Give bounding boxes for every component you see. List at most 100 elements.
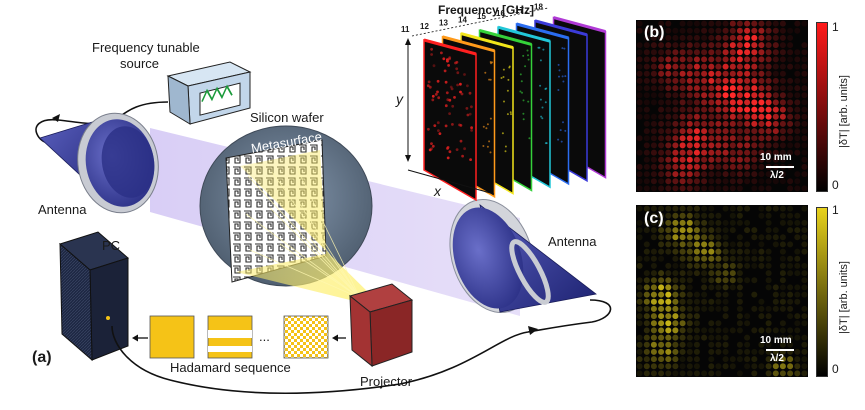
y-axis-label: y [395,91,404,107]
speckle [507,78,510,81]
antenna-rx-label: Antenna [548,234,597,249]
heat-cell [693,63,700,70]
heat-cell [643,305,650,312]
heat-cell [701,270,708,277]
heat-cell [679,255,686,262]
heat-cell [679,70,686,77]
heat-cell [715,277,722,284]
heat-cell [751,77,758,84]
heat-cell [779,277,786,284]
heat-cell [693,305,700,312]
heat-cell [665,320,672,327]
heat-cell [744,356,751,363]
heat-cell [772,99,779,106]
heat-cell [636,56,643,63]
heat-cell [729,42,736,49]
heat-cell [729,149,736,156]
heat-cell [686,135,693,142]
heat-cell [636,106,643,113]
heat-cell [658,313,665,320]
heat-cell [693,291,700,298]
heat-cell [650,156,657,163]
heat-cell [636,341,643,348]
heat-cell [787,185,794,192]
heat-cell [794,291,801,298]
heat-cell [658,234,665,241]
heat-cell [729,70,736,77]
heat-cell [744,241,751,248]
heat-cell [765,27,772,34]
heat-cell [658,284,665,291]
heat-cell [765,99,772,106]
heat-cell [787,113,794,120]
heat-cell [701,142,708,149]
heat-cell [787,241,794,248]
heat-cell [722,284,729,291]
speckle [560,140,563,143]
heat-cell [787,205,794,212]
heat-cell [708,334,715,341]
heat-cell [643,128,650,135]
panel-c-colorbar-max: 1 [832,203,839,217]
heat-cell [787,92,794,99]
heat-cell [715,234,722,241]
speckle [527,100,530,103]
heat-cell [787,63,794,70]
heat-cell [686,248,693,255]
speckle [558,69,561,72]
heat-cell [686,241,693,248]
waveform-icon [201,84,233,102]
heat-cell [722,219,729,226]
heat-cell [715,363,722,370]
heat-cell [794,298,801,305]
heat-cell [765,142,772,149]
heat-cell [693,234,700,241]
heat-cell [715,219,722,226]
heat-cell [665,120,672,127]
heat-cell [736,341,743,348]
heat-cell [744,77,751,84]
heat-cell [701,42,708,49]
frequency-tick: 12 [420,22,429,31]
speckle [430,142,433,146]
heat-cell [794,363,801,370]
heat-cell [715,171,722,178]
heat-cell [736,185,743,192]
speckle [559,129,562,132]
heat-cell [801,77,808,84]
heat-cell [794,171,801,178]
heat-cell [679,56,686,63]
heat-cell [751,142,758,149]
heat-cell [729,327,736,334]
heat-cell [708,212,715,219]
heat-cell [701,85,708,92]
heat-cell [708,255,715,262]
heat-cell [686,113,693,120]
heat-cell [801,341,808,348]
heat-cell [722,305,729,312]
heat-cell [751,291,758,298]
heat-cell [801,156,808,163]
heat-cell [708,171,715,178]
heat-cell [672,92,679,99]
speckle [448,112,451,115]
heat-cell [772,156,779,163]
heat-cell [722,85,729,92]
heat-cell [672,234,679,241]
speckle [489,151,492,154]
heat-cell [650,205,657,212]
heat-cell [650,255,657,262]
heat-cell [693,56,700,63]
heat-cell [765,212,772,219]
heat-cell [744,34,751,41]
heat-cell [794,248,801,255]
heat-cell [801,56,808,63]
heat-cell [701,178,708,185]
heat-cell [672,70,679,77]
heat-cell [686,156,693,163]
heat-cell [794,128,801,135]
speckle [442,57,446,61]
heat-cell [658,113,665,120]
heat-cell [715,77,722,84]
heat-cell [729,185,736,192]
